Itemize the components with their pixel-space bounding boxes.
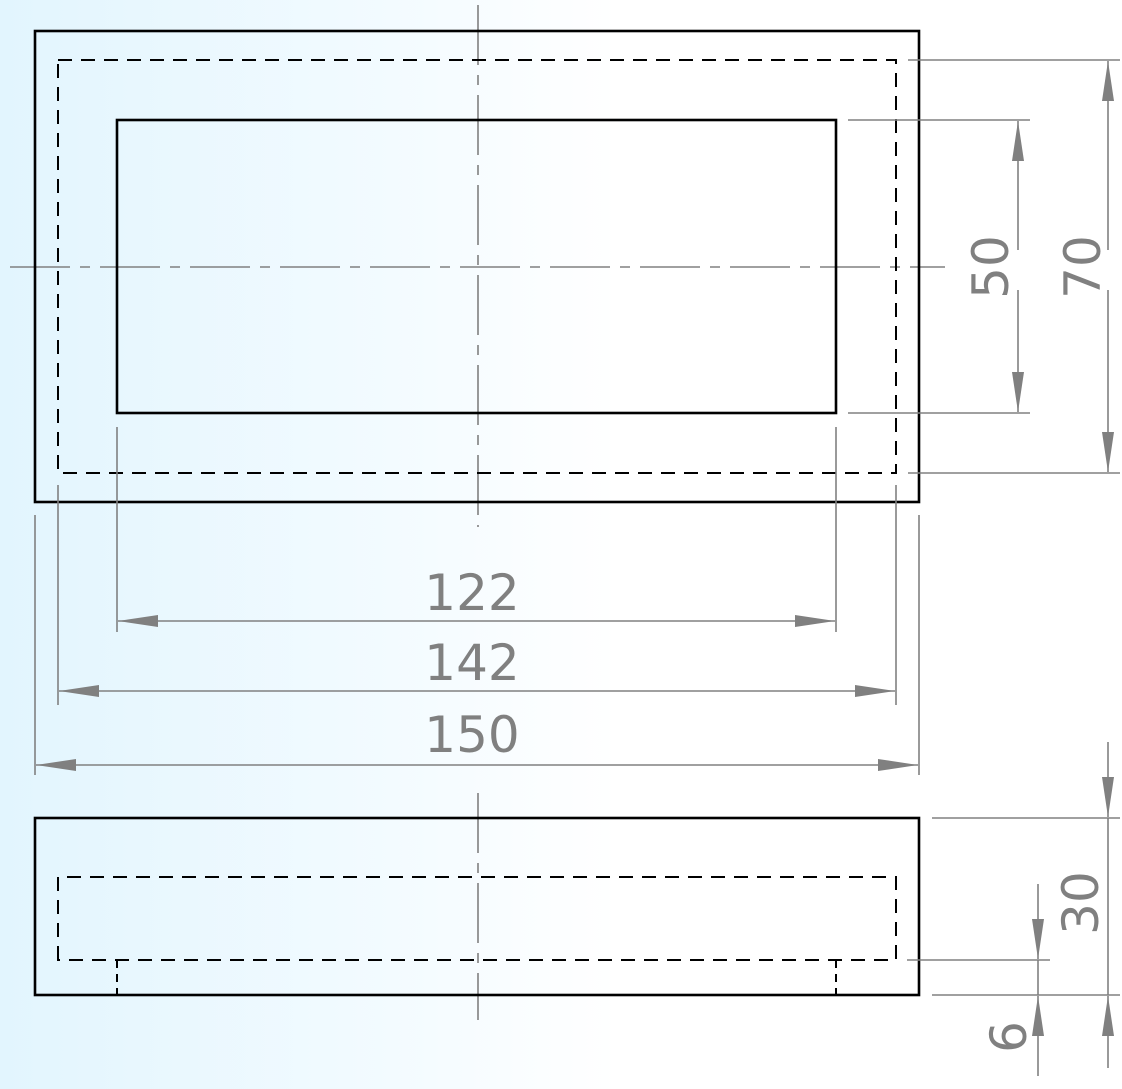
top-view: 70 50 122 142 (10, 5, 1120, 775)
dimension-label-30: 30 (1052, 871, 1110, 935)
dimension-30: 30 (932, 742, 1120, 1068)
dimension-70: 70 (908, 59, 1120, 474)
dimension-142: 142 (57, 485, 897, 705)
dimension-label-142: 142 (424, 634, 519, 692)
outer-outline (33, 816, 921, 997)
dimension-label-122: 122 (424, 564, 519, 622)
dimension-label-150: 150 (424, 706, 519, 764)
outer-outline (33, 29, 921, 504)
dimension-122: 122 (116, 427, 837, 632)
dimension-6: 6 (907, 884, 1050, 1076)
inner-opening-outline (115, 118, 838, 415)
dimension-label-70: 70 (1054, 235, 1112, 299)
hidden-cavity-outline (57, 59, 897, 474)
front-view: 30 6 (33, 742, 1120, 1076)
hidden-cavity-outline (57, 876, 897, 961)
dimension-label-50: 50 (962, 235, 1020, 299)
dimension-label-6: 6 (980, 1021, 1038, 1053)
dimension-50: 50 (848, 119, 1030, 414)
dimension-150: 150 (34, 515, 920, 775)
